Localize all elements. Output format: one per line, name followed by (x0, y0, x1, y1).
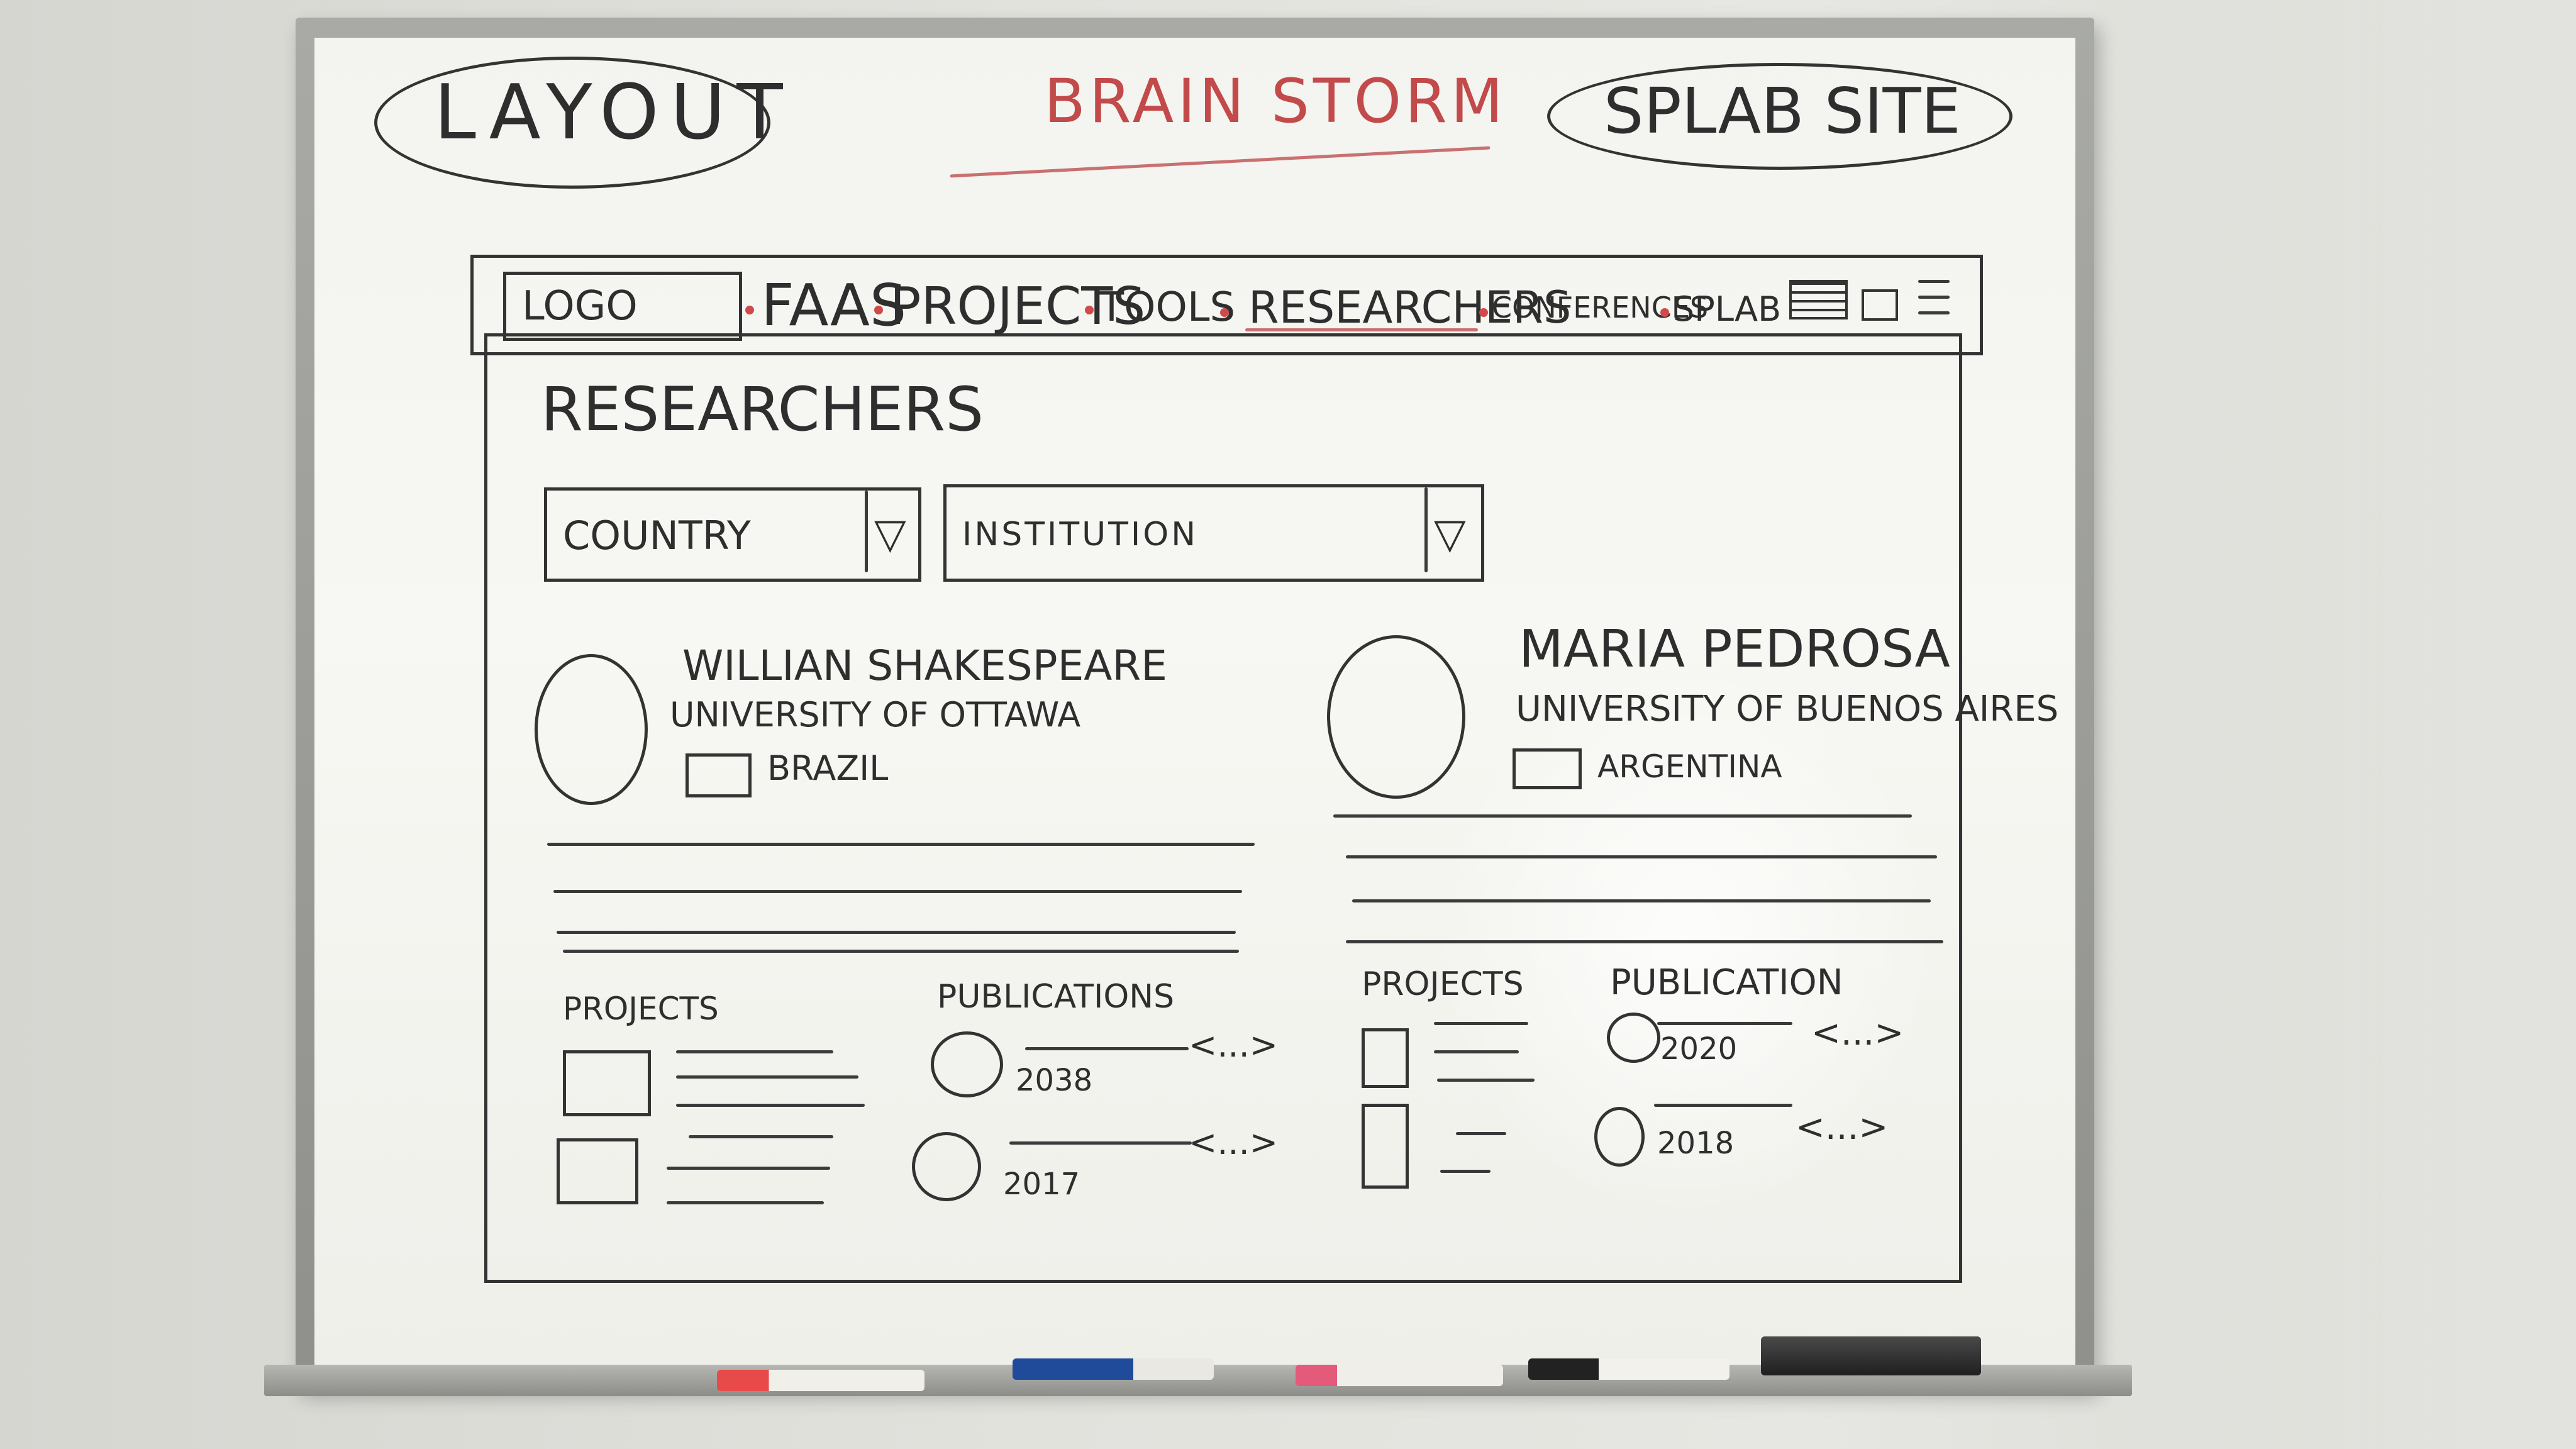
publication-icon[interactable] (931, 1031, 1003, 1097)
bio-line (557, 931, 1236, 934)
country-dropdown-label: COUNTRY (563, 513, 751, 558)
project-thumbnail[interactable] (563, 1050, 651, 1116)
publication-year: 2018 (1657, 1126, 1735, 1161)
project-line (1434, 1022, 1528, 1025)
nav-dot-2 (1085, 306, 1094, 314)
project-line (1440, 1170, 1491, 1173)
researcher-university: UNIVERSITY OF BUENOS AIRES (1516, 689, 2059, 730)
blue-marker[interactable] (1013, 1358, 1214, 1380)
researcher-country: BRAZIL (767, 748, 889, 788)
chevron-down-icon[interactable]: ▽ (1434, 509, 1466, 558)
project-line (676, 1104, 865, 1107)
institution-dropdown[interactable] (943, 484, 1484, 582)
nav-item-projects[interactable]: PROJECTS (890, 277, 1146, 336)
nav-dot-5 (1660, 308, 1669, 317)
project-line (676, 1075, 858, 1079)
bio-line (1333, 814, 1912, 818)
lock-icon[interactable] (1862, 289, 1898, 321)
researcher-name[interactable]: MARIA PEDROSA (1519, 619, 1950, 679)
nav-bar (470, 255, 1983, 355)
red-marker[interactable] (717, 1370, 924, 1391)
institution-dropdown-divider (1424, 487, 1428, 572)
project-line (1437, 1079, 1535, 1082)
project-line (676, 1050, 833, 1053)
project-line (667, 1201, 824, 1204)
projects-label: PROJECTS (1362, 965, 1524, 1003)
publication-year: 2038 (1016, 1063, 1093, 1098)
nav-item-splab[interactable]: SPLAB (1673, 289, 1782, 329)
nav-dot-0 (745, 306, 754, 314)
brainstorm-title: BRAIN STORM (1044, 66, 1507, 136)
project-line (667, 1167, 830, 1170)
bio-line (1346, 940, 1943, 943)
nav-dot-1 (874, 306, 883, 314)
avatar[interactable] (1327, 635, 1465, 799)
nav-item-faas[interactable]: FAAS (761, 272, 907, 339)
publication-year: 2017 (1003, 1167, 1080, 1202)
nav-logo[interactable]: LOGO (522, 283, 638, 330)
publication-icon[interactable] (1607, 1013, 1660, 1063)
black-marker[interactable] (1528, 1358, 1729, 1380)
project-thumbnail[interactable] (557, 1138, 638, 1204)
researcher-name[interactable]: WILLIAN SHAKESPEARE (682, 641, 1167, 690)
flag-icon (1513, 748, 1582, 789)
publication-more-link[interactable]: <...> (1796, 1107, 1889, 1148)
nav-active-underline (1245, 328, 1478, 331)
splab-site-title: SPLAB SITE (1604, 74, 1961, 148)
country-dropdown[interactable] (544, 487, 921, 582)
bio-line (553, 890, 1242, 893)
nav-item-conferences[interactable]: CONFERENCES (1492, 291, 1709, 325)
institution-dropdown-label: INSTITUTION (962, 516, 1199, 553)
nav-dot-3 (1220, 308, 1229, 317)
publications-label: PUBLICATIONS (937, 978, 1175, 1016)
publication-title-line (1009, 1141, 1192, 1145)
project-line (689, 1135, 833, 1138)
publication-title-line (1654, 1104, 1792, 1107)
layout-title-oval (374, 57, 770, 189)
flag-icon (686, 753, 752, 797)
publication-more-link[interactable]: <...> (1189, 1025, 1278, 1065)
researcher-university: UNIVERSITY OF OTTAWA (670, 695, 1081, 735)
menu-icon[interactable] (1918, 277, 1950, 321)
nav-logo-box (503, 272, 742, 341)
publication-icon[interactable] (1594, 1107, 1645, 1167)
project-thumbnail[interactable] (1362, 1104, 1409, 1189)
projects-label: PROJECTS (563, 991, 719, 1027)
researcher-country: ARGENTINA (1597, 748, 1782, 785)
publication-title-line (1657, 1022, 1792, 1025)
chevron-down-icon[interactable]: ▽ (874, 509, 906, 558)
nav-item-researchers[interactable]: RESEARCHERS (1248, 282, 1572, 333)
nav-item-tools[interactable]: TOOLS (1099, 284, 1236, 331)
publication-more-link[interactable]: <...> (1811, 1013, 1904, 1053)
wall (2136, 0, 2576, 1449)
project-line (1434, 1050, 1519, 1053)
avatar[interactable] (535, 654, 648, 805)
publications-label: PUBLICATION (1610, 962, 1843, 1003)
publication-icon[interactable] (912, 1132, 981, 1201)
publication-more-link[interactable]: <...> (1189, 1123, 1278, 1162)
wireframe-page (484, 333, 1962, 1283)
bio-line (547, 843, 1255, 846)
publication-title-line (1025, 1047, 1189, 1050)
bio-line (563, 950, 1239, 953)
bio-line (1346, 855, 1937, 858)
country-dropdown-divider (865, 491, 868, 572)
layout-title: LAYOUT (434, 69, 794, 157)
project-thumbnail[interactable] (1362, 1028, 1409, 1088)
pink-marker[interactable] (1296, 1365, 1503, 1386)
flag-icon[interactable] (1789, 280, 1848, 319)
nav-dot-4 (1479, 308, 1488, 317)
page-title: RESEARCHERS (541, 374, 984, 445)
project-line (1456, 1132, 1506, 1135)
publication-year: 2020 (1660, 1031, 1738, 1067)
bio-line (1352, 899, 1931, 902)
splab-site-title-oval (1547, 63, 2012, 170)
eraser[interactable] (1761, 1336, 1981, 1375)
